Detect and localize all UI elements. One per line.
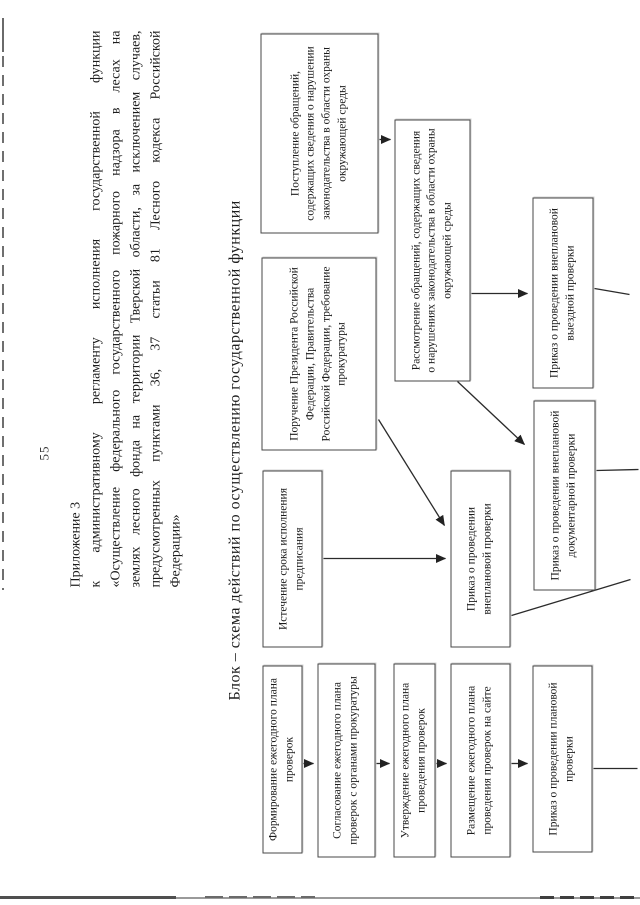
scan-artifact-left-edge-cap [2,18,4,52]
line-documentary-order-continuation [595,468,639,471]
flow-box-prescription-deadline-expiry: Истечение срока исполнения предписания [262,470,322,647]
appendix-line: к административному регламенту исполнени… [88,30,103,587]
appendix-header-block: Приложение 3 к административному регламе… [66,30,186,587]
flow-box-plan-confirmation: Утверждение ежегодного плана проведения … [393,663,435,857]
appendix-line: землях лесного фонда на территории Тверс… [128,30,143,587]
flow-box-appeals-review: Рассмотрение обращений, содержащих сведе… [394,119,470,381]
scan-artifact-bottom-line-dashes-mid [205,896,315,898]
scan-artifact-bottom-line-dark-left [0,896,176,899]
arrow-instruction-to-unplanned-order [377,418,445,526]
appendix-line: Федерации» [168,513,183,587]
arrow-review-to-documentary-order [456,380,525,445]
flow-box-plan-formation: Формирование ежегодного плана проверок [262,665,302,853]
flow-box-appeals-received: Поступление обращений, содержащих сведен… [260,33,378,233]
scan-artifact-bottom-line-dashes [540,896,640,899]
flow-box-order-unplanned-documentary-inspection: Приказ о проведении внеплановой документ… [533,400,595,590]
flow-box-plan-approval-prosecutor: Согласование ежегодного плана проверок с… [317,663,375,857]
appendix-line: «Осуществление федерального государствен… [108,30,123,587]
appendix-line: предусмотренных пунктами 36, 37 статьи 8… [148,30,163,587]
flow-box-order-planned-inspection: Приказ о проведении плановой проверки [532,665,592,852]
scan-artifact-left-edge-line [2,18,4,590]
flow-box-order-unplanned-inspection: Приказ о проведении внеплановой проверки [450,470,510,647]
diagram-title: Блок – схема действий по осуществлению г… [226,199,243,700]
flow-box-government-instruction: Поручение Президента Российской Федераци… [261,257,376,450]
appendix-heading: Приложение 3 [68,501,83,587]
flow-box-plan-site-publication: Размещение ежегодного плана проведения п… [450,663,510,857]
flow-box-order-unplanned-field-inspection: Приказ о проведении внеплановой выездной… [532,197,593,388]
line-field-order-continuation [593,287,630,295]
scan-artifact-bottom-line [0,897,640,899]
page-number: 55 [36,445,51,460]
